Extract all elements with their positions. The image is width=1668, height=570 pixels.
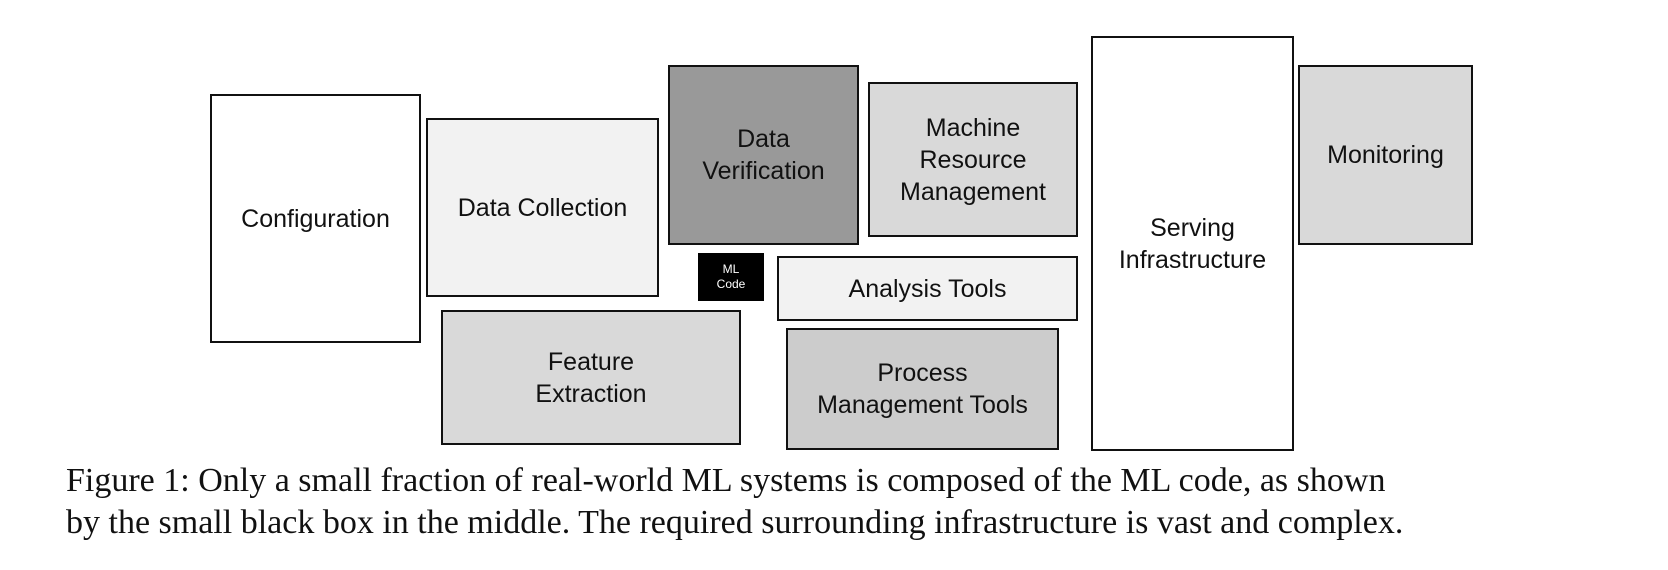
analysis-tools-label: Analysis Tools [848,274,1007,303]
data-collection-box: Data Collection [426,118,659,297]
data-verification-box: Data Verification [668,65,859,245]
serving-infrastructure-box: Serving Infrastructure [1091,36,1294,451]
machine-resource-management-label: Machine Resource Management [900,113,1046,206]
feature-extraction-box: Feature Extraction [441,310,741,445]
machine-resource-management-box: Machine Resource Management [868,82,1078,237]
monitoring-label: Monitoring [1327,141,1444,169]
process-management-tools-label: Process Management Tools [817,359,1028,419]
configuration-label: Configuration [241,204,390,233]
data-verification-label: Data Verification [702,125,825,185]
process-management-tools-box: Process Management Tools [786,328,1059,450]
configuration-box: Configuration [210,94,421,343]
figure-caption: Figure 1: Only a small fraction of real-… [66,460,1646,544]
ml-code-label: ML Code [716,262,746,291]
caption-line-2: by the small black box in the middle. Th… [66,504,1404,541]
feature-extraction-label: Feature Extraction [535,347,647,408]
data-collection-label: Data Collection [457,193,628,222]
analysis-tools-box: Analysis Tools [777,256,1078,321]
monitoring-box: Monitoring [1298,65,1473,245]
serving-infrastructure-label: Serving Infrastructure [1118,213,1267,274]
caption-line-1: Figure 1: Only a small fraction of real-… [66,462,1386,499]
ml-code-box: ML Code [698,253,764,301]
